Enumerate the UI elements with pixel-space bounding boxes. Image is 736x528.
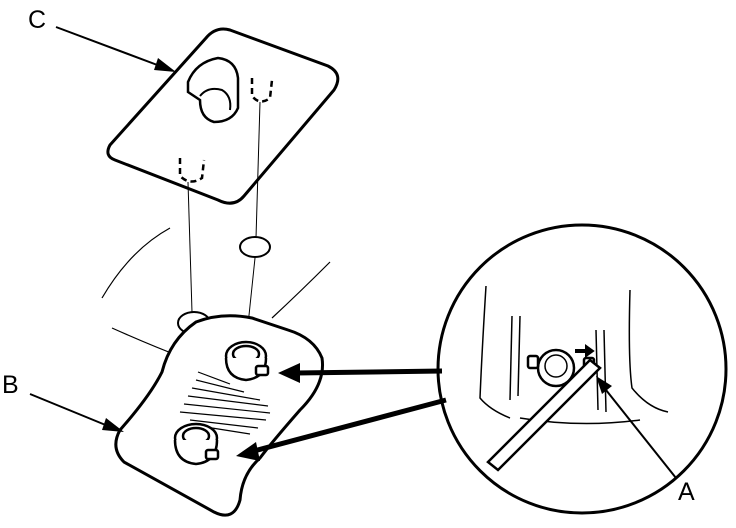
callout-label-a: A xyxy=(678,478,695,506)
arrow-head-upper-clip xyxy=(278,363,300,383)
detail-view xyxy=(436,223,728,515)
arrow-head-a xyxy=(596,376,612,394)
callout-label-b: B xyxy=(2,371,19,399)
callout-label-c: C xyxy=(28,6,46,34)
arrow-head-b xyxy=(102,418,124,432)
detail-clip xyxy=(526,348,596,388)
washer-upper xyxy=(239,236,271,258)
clip-socket-upper xyxy=(224,340,270,382)
push-direction-arrow xyxy=(575,344,595,358)
cover-hook-left xyxy=(178,158,206,183)
cover-clip-slot xyxy=(199,87,232,111)
arrow-head-lower-clip xyxy=(236,442,260,461)
arrow-head-c xyxy=(154,58,176,72)
base-pad-b xyxy=(114,314,325,517)
cover-plate-c xyxy=(106,27,340,205)
clip-socket-lower xyxy=(173,422,220,466)
screwdriver-tool xyxy=(486,358,602,472)
base-pad-ribs xyxy=(179,371,271,435)
leader-arrows xyxy=(29,26,677,479)
